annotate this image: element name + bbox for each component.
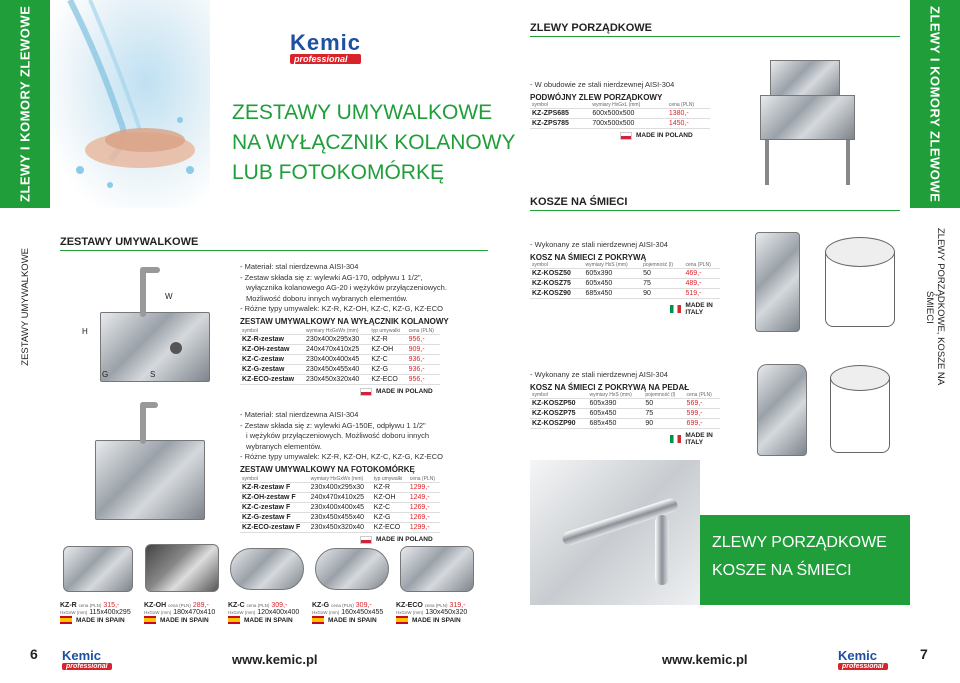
dim-s: S: [150, 370, 156, 379]
page-number-right: 7: [920, 646, 928, 662]
left-tab-small: ZESTAWY UMYWALKOWE: [19, 248, 31, 366]
dim-w: W: [165, 292, 173, 301]
knee-sink-image: H G S W: [80, 262, 230, 392]
dim-g: G: [102, 370, 109, 379]
kosze-a-subtitle: KOSZ NA ŚMIECI Z POKRYWĄ: [530, 252, 647, 262]
green-banner-line-1: ZLEWY PORZĄDKOWE: [712, 534, 887, 551]
section-title-left: ZESTAWY UMYWALKOWE: [60, 236, 488, 251]
photo-subtitle: ZESTAW UMYWALKOWY NA FOTOKOMÓRKĘ: [240, 464, 415, 474]
zlewy-image: [750, 55, 865, 185]
sinks-row-images: [55, 538, 480, 600]
hero-title-line-2: NA WYŁĄCZNIK KOLANOWY: [232, 131, 516, 154]
page-number-left: 6: [30, 646, 38, 662]
zlewy-heading: ZLEWY PORZĄDKOWE: [530, 22, 900, 37]
right-tab-small: ZLEWY PORZĄDKOWE, KOSZE NA ŚMIECI: [924, 228, 946, 386]
hero-water-photo: [50, 0, 210, 208]
left-tab-green: ZLEWY I KOMORY ZLEWOWE: [0, 0, 50, 208]
zlewy-made-in: MADE IN POLAND: [620, 131, 730, 140]
kosze-a-made-in: MADE IN ITALY: [670, 302, 730, 316]
kosze-b-section: - Wykonany ze stali nierdzewnej AISI-304…: [530, 370, 730, 446]
photo-made-in: MADE IN POLAND: [360, 535, 490, 544]
poland-flag-icon: [360, 387, 372, 396]
green-banner-line-2: KOSZE NA ŚMIECI: [712, 562, 852, 579]
left-tab-label: ZLEWY I KOMORY ZLEWOWE: [17, 5, 33, 203]
spain-flag-icon: [228, 616, 240, 624]
spain-flag-icon: [312, 616, 324, 624]
bin-b-image: [745, 350, 905, 465]
kosze-b-made-in: MADE IN ITALY: [670, 432, 730, 446]
knee-section: - Materiał: stal nierdzewna AISI-304 - Z…: [240, 262, 490, 396]
website-url-right[interactable]: www.kemic.pl: [662, 652, 748, 667]
zlewy-subtitle: PODWÓJNY ZLEW PORZĄDKOWY: [530, 92, 663, 102]
hero-title-line-3: LUB FOTOKOMÓRKĘ: [232, 161, 444, 184]
spain-flag-icon: [396, 616, 408, 624]
knee-subtitle: ZESTAW UMYWALKOWY NA WYŁĄCZNIK KOLANOWY: [240, 316, 449, 326]
photo-bullets: - Materiał: stal nierdzewna AISI-304 - Z…: [240, 410, 443, 461]
sink-card: KZ-C cena (PLN) 309,- HxGxW (mm) 120x400…: [228, 602, 300, 624]
bin-a-image: [745, 222, 905, 342]
kosze-b-subtitle: KOSZ NA ŚMIECI Z POKRYWĄ NA PEDAŁ: [530, 382, 690, 392]
knee-bullets: - Materiał: stal nierdzewna AISI-304 - Z…: [240, 262, 447, 313]
photo-sink-image: [70, 400, 230, 530]
dim-h: H: [82, 327, 88, 336]
photo-section: - Materiał: stal nierdzewna AISI-304 - Z…: [240, 410, 490, 544]
faucet-closeup-image: [530, 460, 700, 605]
italy-flag-icon: [670, 304, 682, 313]
poland-flag-icon: [360, 535, 372, 544]
poland-flag-icon: [620, 131, 632, 140]
brand-logo-footer-right: Kemic professional: [838, 648, 888, 670]
website-url-left[interactable]: www.kemic.pl: [232, 652, 318, 667]
sinks-row: KZ-R cena (PLN) 315,- HxGxW (mm) 115x400…: [60, 602, 490, 636]
right-tab-label: ZLEWY I KOMORY ZLEWOWE: [927, 5, 943, 203]
right-tab-green: ZLEWY I KOMORY ZLEWOWE: [910, 0, 960, 208]
green-banner: ZLEWY PORZĄDKOWE KOSZE NA ŚMIECI: [700, 515, 910, 605]
brand-logo-top: Kemic professional: [290, 30, 362, 64]
knee-made-in: MADE IN POLAND: [360, 387, 490, 396]
kosze-a-section: - Wykonany ze stali nierdzewnej AISI-304…: [530, 240, 730, 316]
hero-title-line-1: ZESTAWY UMYWALKOWE: [232, 101, 493, 124]
kosze-heading: KOSZE NA ŚMIECI: [530, 196, 900, 211]
sink-card: KZ-G cena (PLN) 309,- HxGxW (mm) 160x450…: [312, 602, 384, 624]
zlewy-section: - W obudowie ze stali nierdzewnej AISI-3…: [530, 80, 730, 140]
spain-flag-icon: [60, 616, 72, 624]
sink-card: KZ-ECO cena (PLN) 319,- HxGxW (mm) 130x4…: [396, 602, 468, 624]
brand-logo-footer-left: Kemic professional: [62, 648, 112, 670]
italy-flag-icon: [670, 434, 682, 443]
spain-flag-icon: [144, 616, 156, 624]
hero-title: ZESTAWY UMYWALKOWE NA WYŁĄCZNIK KOLANOWY…: [232, 98, 532, 188]
sink-card: KZ-R cena (PLN) 315,- HxGxW (mm) 115x400…: [60, 602, 131, 624]
sink-card: KZ-OH cena (PLN) 289,- HxGxW (mm) 180x47…: [144, 602, 216, 624]
